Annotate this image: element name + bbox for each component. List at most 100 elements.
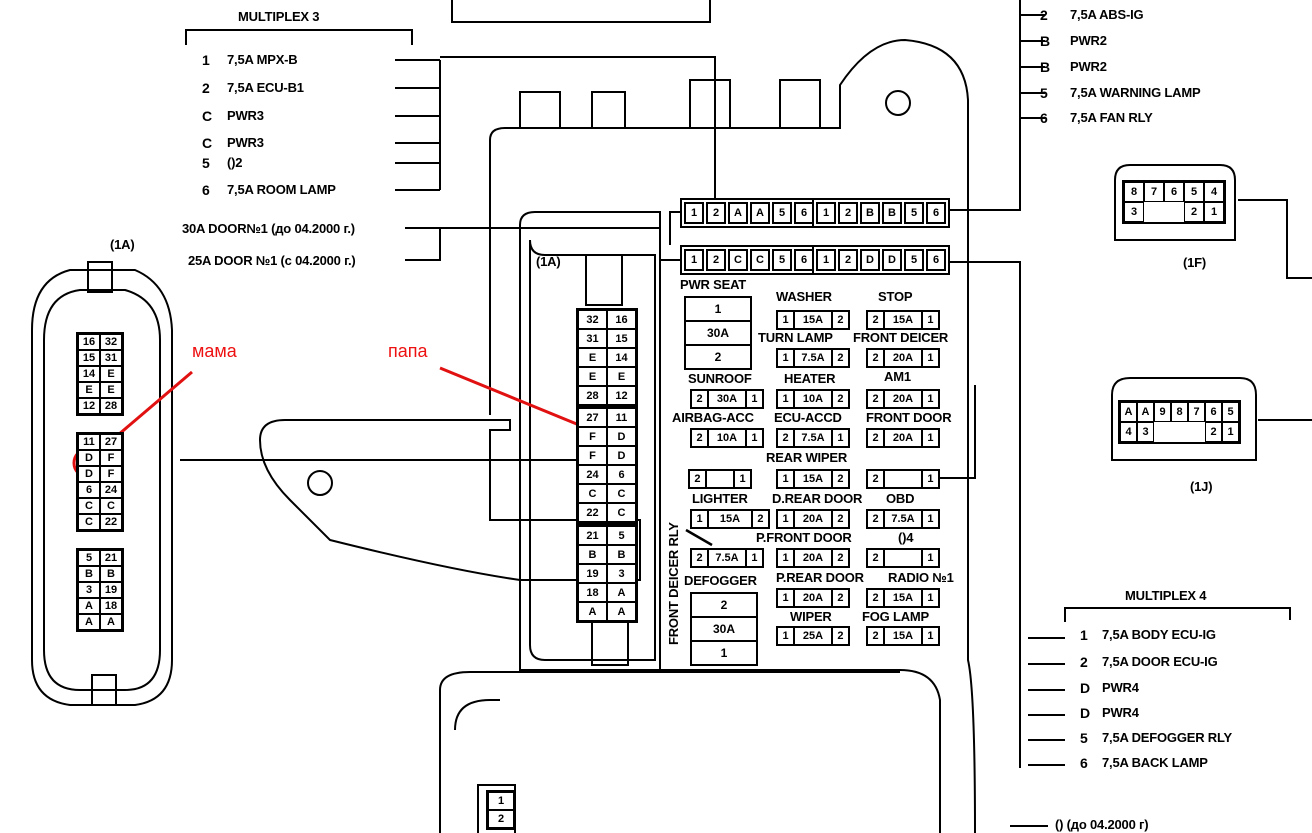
- fuse-cell: [707, 471, 736, 487]
- multiplex3-item-label: PWR3: [227, 135, 264, 150]
- fuse-cell: 10A: [709, 430, 747, 446]
- pin: D: [78, 466, 100, 482]
- multiplex3-item-label: PWR3: [227, 108, 264, 123]
- fuse-cell: 20A: [885, 350, 923, 366]
- multiplex3-item-code: 6: [202, 182, 210, 198]
- fuse-cell: [885, 550, 923, 566]
- pin: 6: [794, 202, 814, 224]
- fuse-cell: 15A: [885, 628, 923, 644]
- pin: 1: [684, 249, 704, 271]
- fuse-cell: 15A: [795, 312, 833, 328]
- pin: 3: [1124, 202, 1144, 222]
- pin: B: [860, 202, 880, 224]
- multiplex3-item-code: 5: [202, 155, 210, 171]
- pin: 21: [578, 526, 607, 545]
- fuse-cell: 20A: [885, 430, 923, 446]
- pin: A: [78, 598, 100, 614]
- pin: 3: [1137, 422, 1154, 442]
- fuse-cell: 10A: [795, 391, 833, 407]
- multiplex3-item-label: 7,5A MPX-B: [227, 52, 298, 67]
- top-right-item-label: 7,5A FAN RLY: [1070, 110, 1153, 125]
- pin: 5: [607, 526, 636, 545]
- fuse-label: TURN LAMP: [758, 330, 833, 345]
- top-right-item-label: PWR2: [1070, 33, 1107, 48]
- multiplex3-item-code: 1: [202, 52, 210, 68]
- pin: 7: [1188, 402, 1205, 422]
- pin: A: [728, 202, 748, 224]
- fuse-cell: 2: [868, 391, 886, 407]
- right-top-connector-label: (1F): [1183, 255, 1207, 270]
- top-right-item-code: B: [1040, 33, 1050, 49]
- multiplex4-item-label: PWR4: [1102, 680, 1139, 695]
- bottom-note: () (до 04.2000 г): [1055, 817, 1149, 832]
- multiplex3-item-label: ()2: [227, 155, 243, 170]
- pin: [1144, 202, 1164, 222]
- pin: 2: [1184, 202, 1204, 222]
- pin: C: [100, 498, 122, 514]
- fuse-label: AIRBAG-ACC: [672, 410, 754, 425]
- pin: 1: [684, 202, 704, 224]
- pin: 5: [904, 249, 924, 271]
- pin: 4: [1204, 182, 1224, 202]
- pin: B: [78, 566, 100, 582]
- pin: 31: [100, 350, 122, 366]
- fuse-cell: 2: [714, 350, 722, 364]
- fuse-cell: 7.5A: [795, 430, 833, 446]
- fuse-label: D.REAR DOOR: [772, 491, 863, 506]
- fuse-cell: 20A: [795, 590, 833, 606]
- fuse-label: P.FRONT DOOR: [756, 530, 852, 545]
- fuse-label: REAR WIPER: [766, 450, 848, 465]
- fuse-label: OBD: [886, 491, 915, 506]
- multiplex4-item-label: 7,5A BODY ECU-IG: [1102, 627, 1216, 642]
- fuse-cell: 1: [778, 511, 796, 527]
- fuse-label: FRONT DEICER: [853, 330, 949, 345]
- fuse-cell: 2: [837, 352, 844, 364]
- pin: [1171, 422, 1188, 442]
- pin: C: [607, 484, 636, 503]
- multiplex4-item-code: D: [1080, 705, 1090, 721]
- fuse-cell: 30A: [709, 391, 747, 407]
- pin: 6: [926, 202, 946, 224]
- fuse-cell: 2: [868, 430, 886, 446]
- fuse-cell: 2: [868, 350, 886, 366]
- fuse-cell: 1: [927, 473, 934, 485]
- pin: A: [78, 614, 100, 630]
- pin: 6: [926, 249, 946, 271]
- pin: 2: [706, 202, 726, 224]
- pin: 6: [78, 482, 100, 498]
- pin: B: [578, 545, 607, 564]
- fuse-cell: 2: [837, 552, 844, 564]
- fuse-cell: 1: [778, 590, 796, 606]
- pin: 12: [607, 386, 636, 405]
- fuse-cell: 1: [720, 646, 728, 660]
- pin: 28: [578, 386, 607, 405]
- pin: C: [728, 249, 748, 271]
- pin: 11: [78, 434, 100, 450]
- multiplex4-item-label: PWR4: [1102, 705, 1139, 720]
- fuse-cell: 2: [837, 473, 844, 485]
- fuse-cell: 1: [927, 552, 934, 564]
- front-deicer-rly-label: FRONT DEICER RLY: [666, 522, 681, 645]
- fuse-cell: 1: [751, 552, 758, 564]
- pin: E: [578, 367, 607, 386]
- pin: 1: [1204, 202, 1224, 222]
- fuse-cell: 1: [739, 473, 746, 485]
- pin: A: [607, 602, 636, 621]
- pin: 27: [100, 434, 122, 450]
- fuse-cell: 2: [868, 312, 886, 328]
